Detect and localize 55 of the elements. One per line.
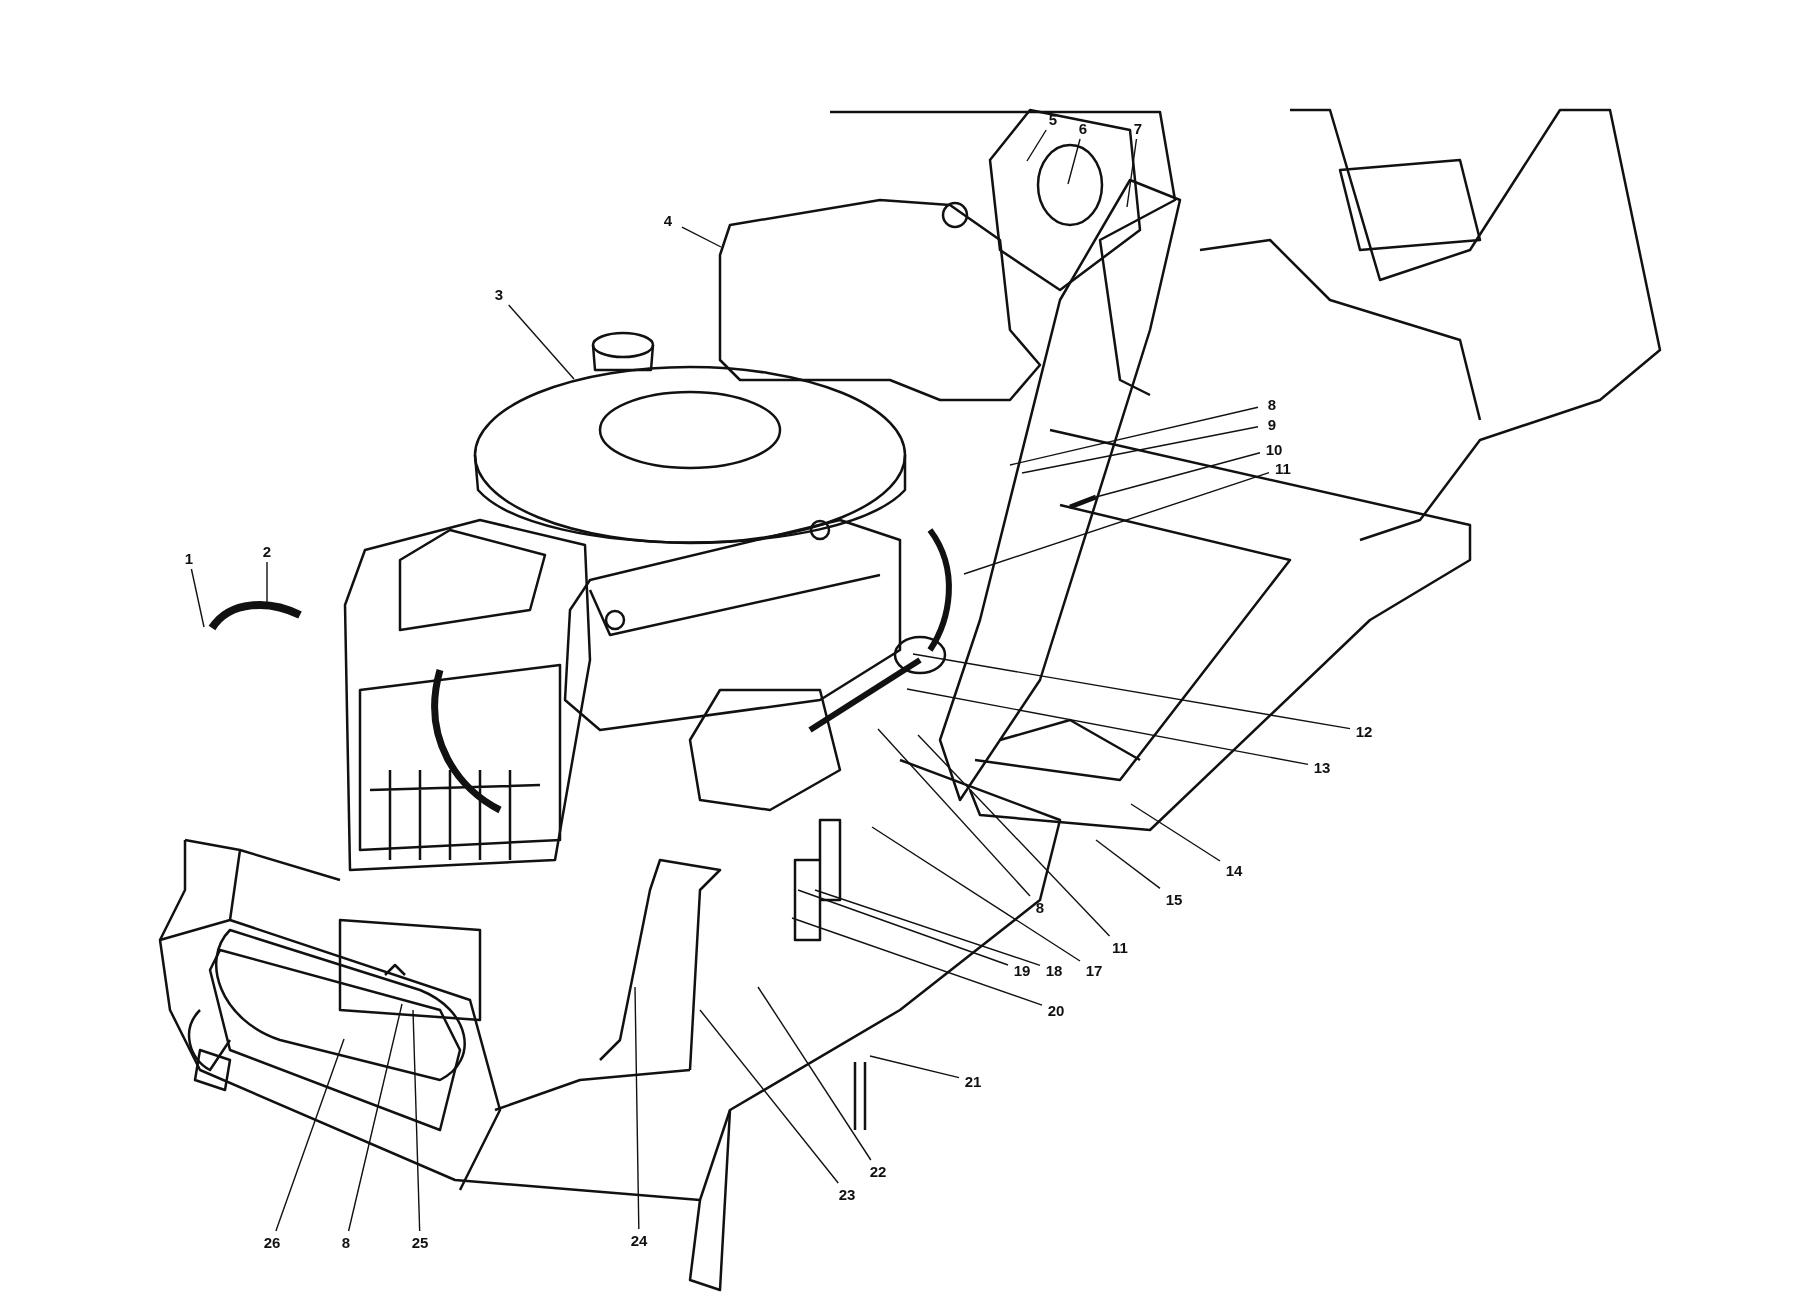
leader-line	[917, 734, 1111, 937]
leader-line	[1026, 129, 1047, 162]
callout-number: 9	[1267, 416, 1277, 432]
leader-line	[681, 226, 722, 248]
leader-line	[1095, 452, 1261, 498]
callout-number: 8	[1035, 899, 1045, 915]
callout-number: 4	[663, 212, 673, 228]
callout-number: 13	[1313, 759, 1331, 775]
callout-number: 21	[964, 1073, 982, 1089]
leader-line	[699, 1009, 839, 1184]
leader-line	[906, 688, 1309, 766]
callout-number: 2	[262, 543, 272, 559]
callout-number: 8	[341, 1234, 351, 1250]
callout-number: 12	[1355, 723, 1373, 739]
leader-line	[634, 986, 640, 1230]
callout-number: 10	[1265, 441, 1283, 457]
leader-line	[1067, 138, 1081, 185]
leader-line	[266, 561, 268, 604]
leader-line	[814, 889, 1041, 966]
callout-number: 26	[263, 1234, 281, 1250]
leader-line	[877, 728, 1031, 897]
leader-line	[1126, 138, 1138, 208]
leader-line	[412, 1009, 421, 1232]
leader-line	[347, 1003, 403, 1232]
leader-line	[1021, 426, 1259, 474]
leader-line	[1009, 406, 1259, 466]
callout-number: 15	[1165, 891, 1183, 907]
leader-line	[1095, 839, 1161, 890]
callout-number: 23	[838, 1186, 856, 1202]
leader-line	[190, 568, 205, 628]
callout-number: 11	[1112, 939, 1128, 955]
callout-number: 11	[1275, 460, 1291, 476]
callout-number: 18	[1045, 962, 1063, 978]
callout-number: 20	[1047, 1002, 1065, 1018]
leader-line	[1130, 803, 1221, 862]
callout-number: 14	[1225, 862, 1243, 878]
callout-number: 6	[1078, 120, 1088, 136]
leader-line	[871, 826, 1081, 962]
callout-number: 17	[1085, 962, 1103, 978]
callout-number: 8	[1267, 396, 1277, 412]
callout-number: 7	[1133, 120, 1143, 136]
callout-number: 24	[630, 1232, 648, 1248]
leader-line	[508, 304, 575, 380]
leader-line	[869, 1055, 960, 1079]
callout-number: 19	[1013, 962, 1031, 978]
leader-line	[275, 1038, 345, 1232]
leader-line	[791, 917, 1043, 1006]
leader-line	[912, 653, 1351, 730]
callout-number: 1	[184, 550, 194, 566]
leader-line	[963, 471, 1270, 575]
leader-line	[797, 889, 1009, 966]
callout-number: 22	[869, 1163, 887, 1179]
callout-number: 3	[494, 286, 504, 302]
callout-number: 25	[411, 1234, 429, 1250]
leader-line	[757, 986, 872, 1161]
